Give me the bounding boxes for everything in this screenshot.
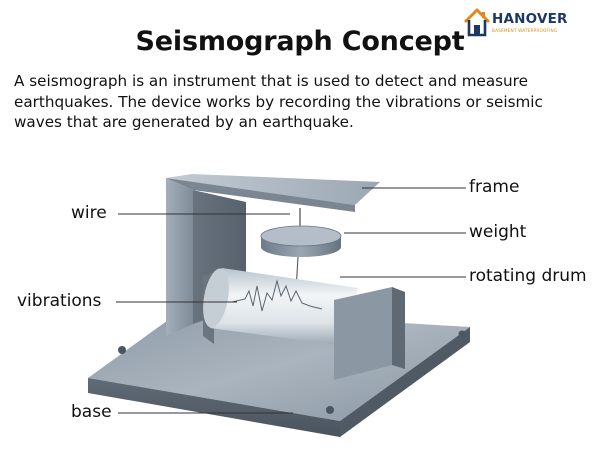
label-rotating-drum: rotating drum — [469, 266, 587, 286]
seismic-trace — [231, 279, 323, 312]
logo-tagline: BASEMENT WATERPROOFING — [492, 28, 558, 33]
label-vibrations: vibrations — [17, 291, 102, 311]
label-base: base — [71, 402, 112, 422]
intro-paragraph: A seismograph is an instrument that is u… — [14, 72, 543, 131]
brand-logo: HANOVER BASEMENT WATERPROOFING — [462, 6, 594, 40]
label-frame: frame — [469, 177, 520, 197]
rotating-drum — [203, 268, 358, 346]
base-bolt — [326, 406, 334, 414]
base-bolt — [458, 330, 466, 338]
label-wire: wire — [71, 203, 107, 223]
logo-name: HANOVER — [492, 11, 568, 27]
base-bolt — [118, 346, 126, 354]
leader-lines — [116, 187, 466, 414]
label-weight: weight — [469, 222, 527, 242]
frame-arm — [166, 174, 380, 212]
page-title: Seismograph Concept — [135, 26, 465, 57]
drum-support-right — [334, 287, 405, 380]
weight-cylinder — [260, 225, 342, 257]
house-logo-icon — [463, 8, 491, 37]
